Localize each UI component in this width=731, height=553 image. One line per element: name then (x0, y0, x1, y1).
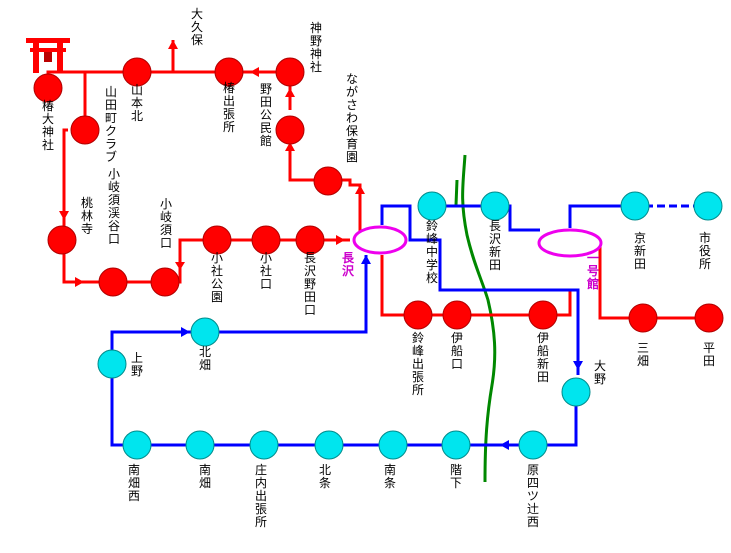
stop-noda-kominkan[interactable] (275, 115, 305, 145)
stop-minamihata-nishi[interactable] (122, 430, 152, 460)
stop-kaika[interactable] (441, 430, 471, 460)
stop-hara-yotsutsuji-nishi[interactable] (518, 430, 548, 460)
stop-tsubaki-taisha[interactable] (33, 73, 63, 103)
label-minamihata: 南畑 (199, 462, 211, 490)
red-stops (33, 57, 724, 333)
label-nagasawa-hoikuen: ながさわ保育園 (346, 72, 358, 164)
label-suzumine-chugakko: 鈴峰中学校 (426, 218, 438, 285)
ichigokan-hub[interactable] (537, 228, 603, 258)
label-hirata: 平田 (703, 341, 715, 368)
label-shonai-shutchojo: 庄内出張所 (255, 462, 267, 529)
stop-kyoshinden[interactable] (620, 191, 650, 221)
stop-kitahata[interactable] (190, 317, 220, 347)
label-hokujo: 北条 (319, 463, 331, 490)
label-hara-yotsutsuji-nishi: 原四ツ辻西 (527, 463, 539, 529)
label-oyashiro-koen: 小社公園 (211, 251, 223, 304)
label-suzumine-shutchojo: 鈴峰出張所 (412, 330, 424, 397)
label-nagasawa-shinden: 長沢新田 (489, 219, 501, 272)
label-tsubaki-taisha: 椿大神社 (42, 99, 54, 152)
stop-yamadacho-club[interactable] (70, 115, 100, 145)
label-ono: 大野 (594, 359, 606, 386)
stop-nagasawa-shinden[interactable] (480, 191, 510, 221)
stop-yamamoto-kita[interactable] (122, 57, 152, 87)
label-nanjo: 南条 (384, 462, 396, 490)
stop-obesu-keikoku[interactable] (98, 267, 128, 297)
label-shiyakusho: 市役所 (699, 230, 711, 271)
label-ifune-shinden: 伊船新田 (537, 331, 549, 384)
stop-shonai-shutchojo[interactable] (249, 430, 279, 460)
stop-ono[interactable] (561, 377, 591, 407)
stop-ifune-shinden[interactable] (528, 300, 558, 330)
stop-mitsuhata[interactable] (628, 303, 658, 333)
stop-oyashiro-guchi[interactable] (251, 225, 281, 255)
label-kanno-jinja: 神野神社 (310, 21, 322, 74)
blue-stops (97, 191, 723, 460)
label-obesu-keikoku: 小岐須渓谷口 (108, 167, 120, 246)
label-oyashiro-guchi: 小社口 (260, 251, 272, 291)
stop-torinji[interactable] (47, 225, 77, 255)
label-tsubaki-shutchojo: 椿出張所 (223, 81, 235, 134)
label-okubo: 大久保 (191, 7, 203, 47)
label-mitsuhata: 三畑 (637, 341, 649, 368)
river-branch-line (454, 179, 459, 206)
label-nagasawa-noda-guchi: 長沢野田口 (304, 251, 316, 317)
label-obesu-guchi: 小岐須口 (160, 197, 172, 250)
label-kamino: 上野 (131, 351, 143, 378)
stop-obesu-guchi[interactable] (150, 267, 180, 297)
stop-oyashiro-koen[interactable] (202, 225, 232, 255)
label-ifune-guchi: 伊船口 (451, 331, 463, 371)
label-yamadacho-club: 山田町クラブ (105, 85, 117, 164)
label-kitahata: 北畑 (199, 345, 211, 372)
label-torinji: 桃林寺 (81, 195, 93, 236)
blue-route-lines (110, 204, 640, 447)
stop-ifune-guchi[interactable] (442, 300, 472, 330)
label-kyoshinden: 京新田 (634, 231, 646, 271)
stop-suzumine-chugakko[interactable] (417, 191, 447, 221)
stop-shiyakusho[interactable] (693, 191, 723, 221)
label-ichigokan-hub: 一号館 (586, 251, 599, 291)
torii-shrine-icon (26, 38, 70, 73)
stop-hirata[interactable] (694, 303, 724, 333)
stop-nanjo[interactable] (378, 430, 408, 460)
label-yamamoto-kita: 山本北 (131, 83, 143, 123)
stop-labels: 椿大神社 山本北 大久保 椿出張所 神野神社 野田公民館 ながさわ保育園 山田町… (42, 7, 715, 529)
label-nagasawa-hub: 長沢 (342, 250, 355, 278)
red-route-lines (46, 40, 710, 320)
stop-nagasawa-hoikuen[interactable] (313, 166, 343, 196)
stop-tsubaki-shutchojo[interactable] (214, 57, 244, 87)
stop-hokujo[interactable] (314, 430, 344, 460)
stop-kamino[interactable] (97, 349, 127, 379)
stop-nagasawa-noda-guchi[interactable] (295, 225, 325, 255)
stop-suzumine-shutchojo[interactable] (403, 300, 433, 330)
label-noda-kominkan: 野田公民館 (260, 82, 272, 148)
nagasawa-hub[interactable] (352, 225, 408, 255)
stop-kanno-jinja[interactable] (275, 57, 305, 87)
label-kaika: 階下 (450, 462, 462, 490)
label-minamihata-nishi: 南畑西 (128, 462, 140, 503)
stop-minamihata[interactable] (185, 430, 215, 460)
